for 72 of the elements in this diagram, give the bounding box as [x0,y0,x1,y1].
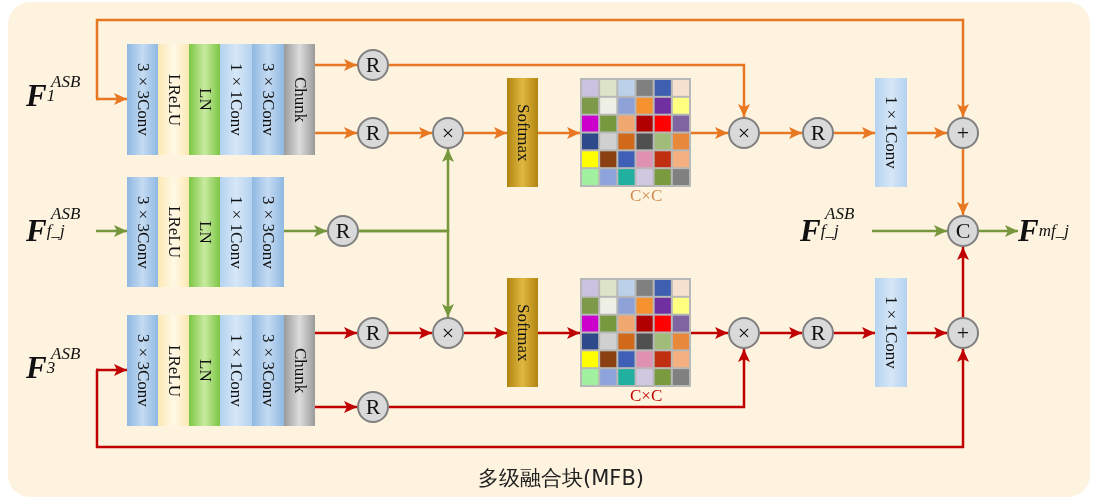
layer-box: 3×3Conv [252,315,284,426]
layer-box: 1×1Conv [220,177,252,287]
operator-circle: R [357,391,389,423]
arrow [760,127,802,139]
arrow [389,63,750,117]
layer-box: 3×3Conv [127,177,158,287]
arrow [872,225,947,237]
arrow [834,327,875,339]
arrow [907,127,947,139]
arrow [907,327,947,339]
layer-box: 3×3Conv [252,44,284,155]
arrow [957,247,969,317]
softmax-box: Softmax [507,278,538,387]
arrow [691,127,728,139]
arrow [538,127,580,139]
operator-circle: × [728,117,760,149]
operator-circle: R [802,317,834,349]
matrix-drawing [580,78,691,187]
arrow [94,18,969,117]
layer-box: 1×1Conv [220,44,252,155]
operator-circle: × [432,317,464,349]
operator-circle: + [947,117,979,149]
operator-circle: + [947,317,979,349]
operator-circle: R [327,215,359,247]
arrow [359,229,454,317]
layer-box: LReLU [158,315,189,426]
layer-box: 3×3Conv [127,315,158,426]
arrow [96,364,127,376]
arrow [464,127,507,139]
layer-box: 3×3Conv [252,177,284,287]
size-label: C×C [630,386,663,406]
operator-circle: C [947,215,979,247]
operator-circle: R [357,49,389,81]
arrow [464,327,507,339]
arrow [760,327,802,339]
arrow [94,349,969,449]
operator-circle: × [432,117,464,149]
arrow [691,327,728,339]
operator-circle: R [357,117,389,149]
operator-circle: R [357,317,389,349]
arrow [389,327,432,339]
layer-box: 1×1Conv [875,278,907,387]
layer-box: LN [189,44,220,155]
operator-circle: R [802,117,834,149]
arrow [389,349,750,409]
arrow [315,401,357,413]
arrow [389,127,432,139]
operator-circle: × [728,317,760,349]
layer-box: 1×1Conv [875,78,907,187]
layer-box: Chunk [284,315,315,426]
arrow [979,225,1018,237]
arrow [538,327,580,339]
layer-box: 3×3Conv [127,44,158,155]
arrow [957,149,969,215]
arrow [834,127,875,139]
layer-box: 1×1Conv [220,315,252,426]
arrow [315,327,357,339]
layer-box: LN [189,177,220,287]
softmax-box: Softmax [507,78,538,187]
layer-box: LN [189,315,220,426]
panel-background [8,2,1090,497]
arrow [315,127,357,139]
arrow [315,59,357,71]
arrow [96,93,127,105]
panel-caption: 多级融合块(MFB) [478,465,644,492]
arrow [284,225,327,237]
arrow [96,225,127,237]
layer-box: LReLU [158,177,189,287]
layer-box: LReLU [158,44,189,155]
size-label: C×C [630,186,663,206]
layer-box: Chunk [284,44,315,155]
matrix-drawing [580,278,691,387]
